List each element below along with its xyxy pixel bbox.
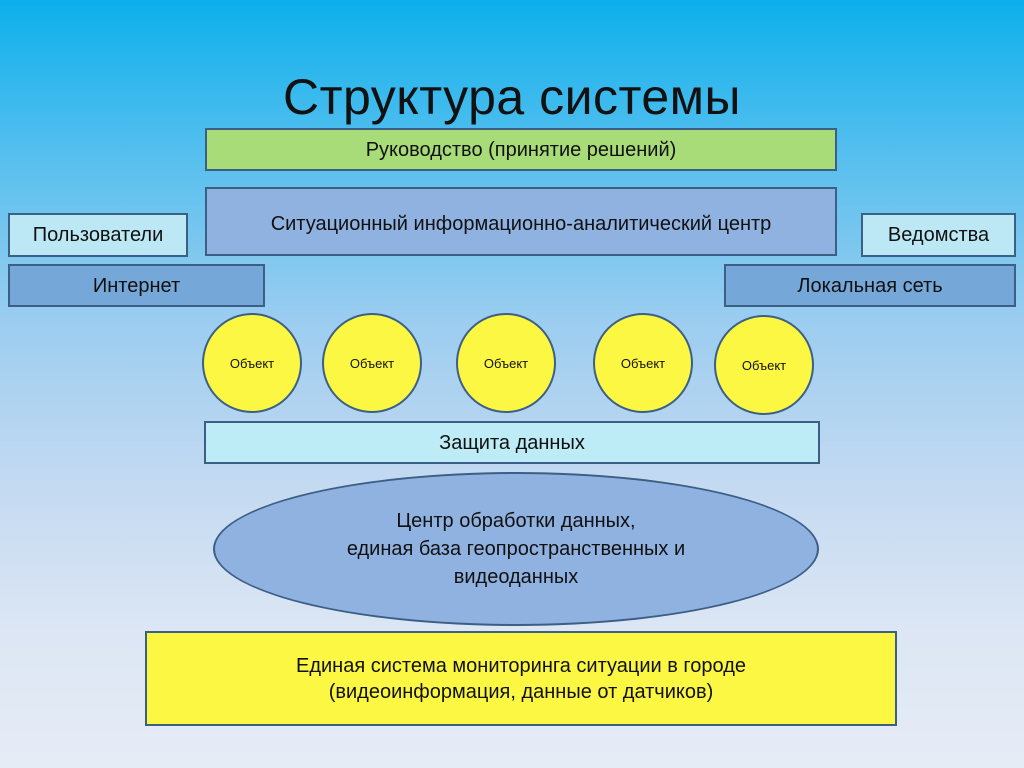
processing-center-line-3: видеоданных — [453, 566, 579, 588]
monitoring-box: Единая система мониторинга ситуации в го… — [145, 631, 897, 726]
object-circle-5: Объект — [714, 315, 814, 415]
leadership-label: Руководство (принятие решений) — [365, 138, 677, 161]
local-network-box: Локальная сеть — [724, 264, 1016, 307]
object-label: Объект — [349, 355, 395, 371]
local-network-label: Локальная сеть — [797, 274, 943, 297]
processing-center-line-2: единая база геопространственных и — [346, 538, 686, 560]
slide-title: Структура системы — [283, 69, 741, 125]
object-label: Объект — [483, 355, 529, 371]
object-label: Объект — [620, 355, 666, 371]
situational-center-label: Ситуационный информационно-аналитический… — [270, 213, 772, 235]
situational-center-box: Ситуационный информационно-аналитический… — [205, 187, 837, 256]
agencies-box: Ведомства — [861, 213, 1016, 257]
agencies-label: Ведомства — [887, 224, 990, 246]
users-box: Пользователи — [8, 213, 188, 257]
object-circle-1: Объект — [202, 313, 302, 413]
processing-center-line-1: Центр обработки данных, — [396, 510, 636, 532]
object-circle-2: Объект — [322, 313, 422, 413]
leadership-box: Руководство (принятие решений) — [205, 128, 837, 171]
monitoring-line-2: (видеоинформация, данные от датчиков) — [328, 680, 714, 703]
users-label: Пользователи — [32, 224, 164, 246]
internet-box: Интернет — [8, 264, 265, 307]
object-label: Объект — [741, 357, 787, 373]
object-circle-3: Объект — [456, 313, 556, 413]
data-protection-label: Защита данных — [439, 431, 585, 454]
processing-center-ellipse: Центр обработки данных, единая база геоп… — [213, 472, 819, 626]
object-circle-4: Объект — [593, 313, 693, 413]
object-label: Объект — [229, 355, 275, 371]
data-protection-box: Защита данных — [204, 421, 820, 464]
internet-label: Интернет — [92, 274, 181, 297]
monitoring-line-1: Единая система мониторинга ситуации в го… — [296, 654, 746, 677]
